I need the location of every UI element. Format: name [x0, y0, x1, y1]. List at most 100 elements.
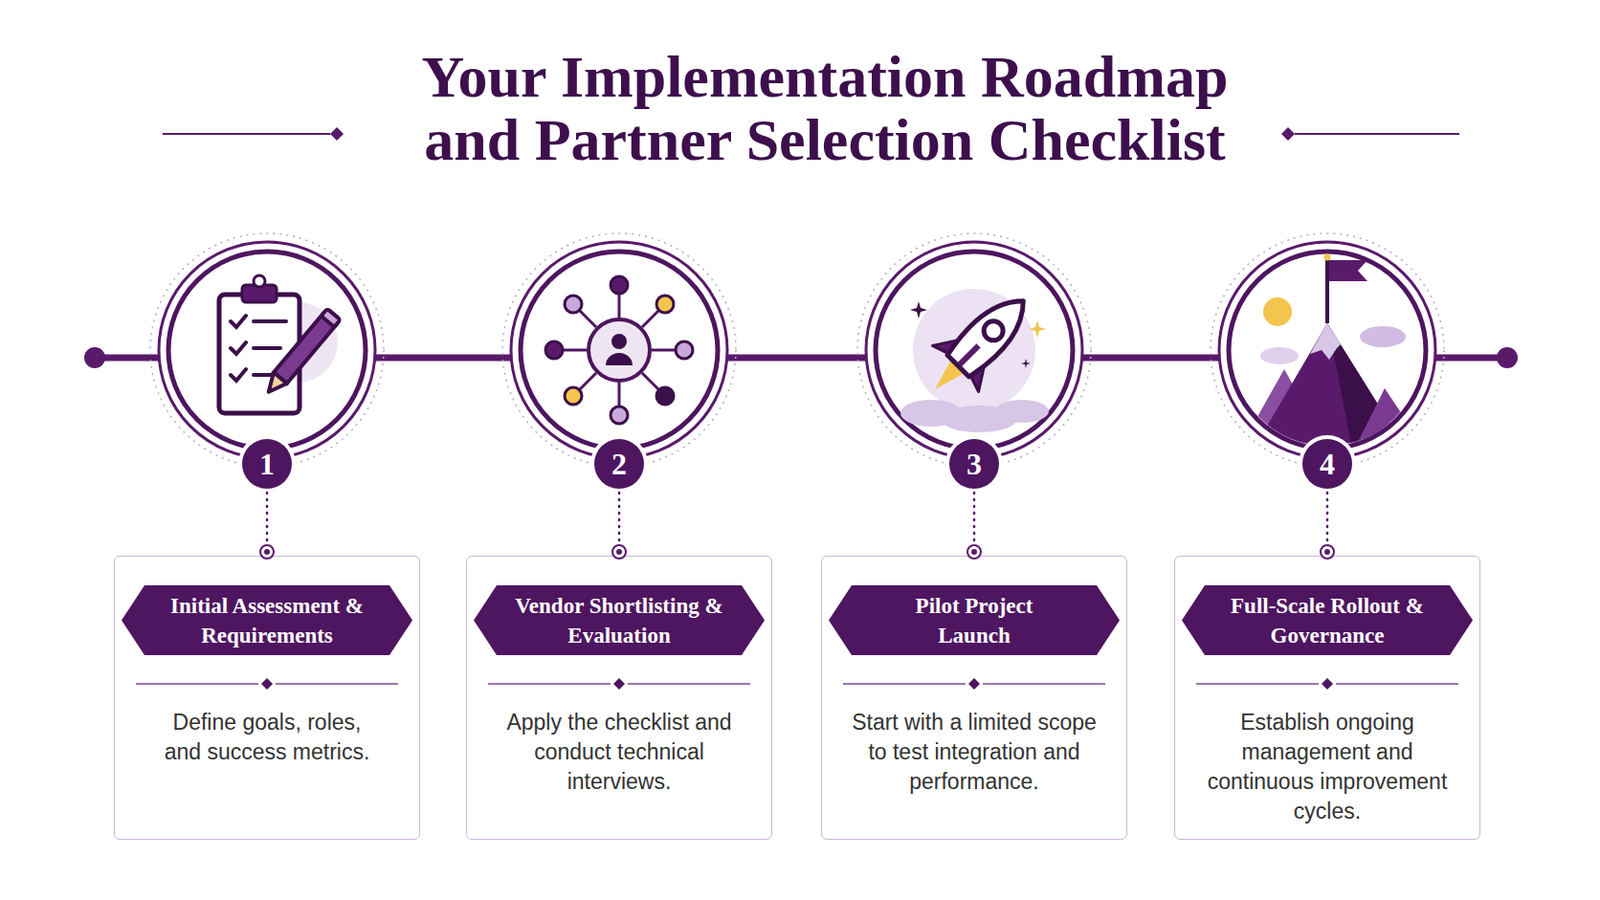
outer-ring: [866, 242, 1083, 459]
connector-end-dot: [971, 549, 978, 556]
pencil-tip: [262, 372, 288, 398]
spoke: [578, 310, 597, 328]
title-rule: [1294, 133, 1460, 135]
sparkle: [910, 301, 928, 319]
step-description: Establish ongoing management and continu…: [1200, 708, 1455, 827]
step-badge: 2: [594, 439, 645, 489]
mountains: [1241, 323, 1423, 446]
connector-end-dot: [264, 549, 270, 556]
hub-circle: [588, 319, 650, 381]
rocket-window: [979, 317, 1007, 345]
separator: [822, 675, 1129, 695]
step-badge: 4: [1302, 439, 1353, 489]
step-card: Initial Assessment & RequirementsDefine …: [113, 555, 421, 841]
rocket-icon: [857, 233, 1091, 467]
spoke: [618, 382, 622, 407]
clipboard-hole: [253, 275, 266, 288]
separator-line: [1335, 683, 1459, 686]
pencil: [262, 309, 341, 399]
connector-end-dot: [1324, 549, 1331, 556]
description-area: Establish ongoing management and continu…: [1175, 708, 1480, 827]
banner-hexagon: [1181, 585, 1473, 656]
step-badge: 3: [949, 439, 1000, 489]
spoke: [642, 310, 660, 328]
step-heading: Vendor Shortlisting & Evaluation: [499, 591, 739, 651]
check-mark: [230, 369, 246, 381]
sparkle: [1021, 358, 1031, 369]
outer-ring: [158, 242, 376, 459]
description-area: Define goals, roles, and success metrics…: [114, 708, 420, 768]
step-description: Apply the checklist and conduct technica…: [499, 708, 739, 798]
dotted-connector: [1326, 492, 1330, 551]
clipboard-icon: [150, 233, 384, 467]
flag-pole: [1325, 258, 1330, 324]
step-number: 1: [259, 448, 275, 480]
step-description: Define goals, roles, and success metrics…: [157, 708, 377, 768]
network-node: [610, 406, 628, 424]
separator-line: [275, 683, 399, 686]
connector-end-dot: [616, 549, 623, 556]
separator-line: [843, 683, 966, 686]
network-node: [564, 295, 582, 313]
separator-line: [1196, 683, 1319, 686]
cloud: [995, 400, 1049, 423]
heading-banner: Full-Scale Rollout & Governance: [1181, 585, 1473, 656]
banner-hexagon: [473, 585, 765, 656]
person-head: [611, 333, 627, 350]
dotted-ring: [1210, 233, 1445, 467]
separator: [1175, 675, 1482, 695]
network-node: [610, 276, 628, 294]
step-heading: Pilot Project Launch: [883, 591, 1066, 651]
inner-ring: [168, 251, 366, 449]
check-mark: [230, 315, 246, 328]
step-card: Full-Scale Rollout & GovernanceEstablish…: [1174, 555, 1481, 841]
separator-diamond: [1321, 678, 1334, 690]
flag-finial: [1324, 254, 1332, 262]
spoke: [642, 373, 660, 391]
step-badge: 1: [242, 439, 292, 489]
list-line: [253, 319, 287, 324]
page-title: Your Implementation Roadmap and Partner …: [394, 44, 1256, 172]
dotted-connector: [266, 492, 269, 551]
network-node: [564, 387, 582, 405]
title-rule: [162, 133, 331, 135]
dotted-ring: [857, 233, 1091, 467]
connector-end-ring: [1320, 545, 1334, 559]
dotted-ring: [502, 233, 736, 467]
step-description: Start with a limited scope to test integ…: [845, 708, 1103, 798]
network-node: [545, 341, 563, 359]
network-node: [656, 387, 674, 405]
title-diamond: [330, 127, 344, 141]
outer-ring: [1219, 242, 1436, 459]
network-node: [656, 295, 674, 313]
connector-end-ring: [260, 545, 274, 559]
spoke: [578, 373, 597, 391]
network-spokes: [562, 293, 676, 407]
pencil-eraser: [321, 309, 341, 328]
list-line: [253, 373, 273, 378]
rocket-body: [944, 287, 1038, 380]
timeline-end: [84, 347, 106, 369]
heading-banner: Vendor Shortlisting & Evaluation: [473, 585, 765, 656]
inner-ring: [1228, 251, 1426, 449]
description-area: Start with a limited scope to test integ…: [822, 708, 1127, 798]
list-line: [253, 346, 281, 351]
flag: [1329, 260, 1368, 282]
person-body: [605, 353, 633, 366]
connector-end-ring: [612, 545, 626, 559]
heading-banner: Pilot Project Launch: [828, 585, 1120, 656]
separator-diamond: [968, 678, 980, 690]
mountain-icon: [1210, 233, 1445, 467]
description-area: Apply the checklist and conduct technica…: [466, 708, 772, 798]
network-node: [675, 341, 693, 359]
separator-line: [488, 683, 611, 686]
rocket: [911, 278, 1046, 413]
separator-line: [982, 683, 1106, 686]
separator: [114, 675, 422, 695]
separator-line: [135, 683, 259, 686]
step-number: 2: [611, 448, 627, 480]
inner-ring: [520, 251, 718, 449]
network-icon: [502, 233, 736, 467]
spoke: [562, 349, 587, 353]
